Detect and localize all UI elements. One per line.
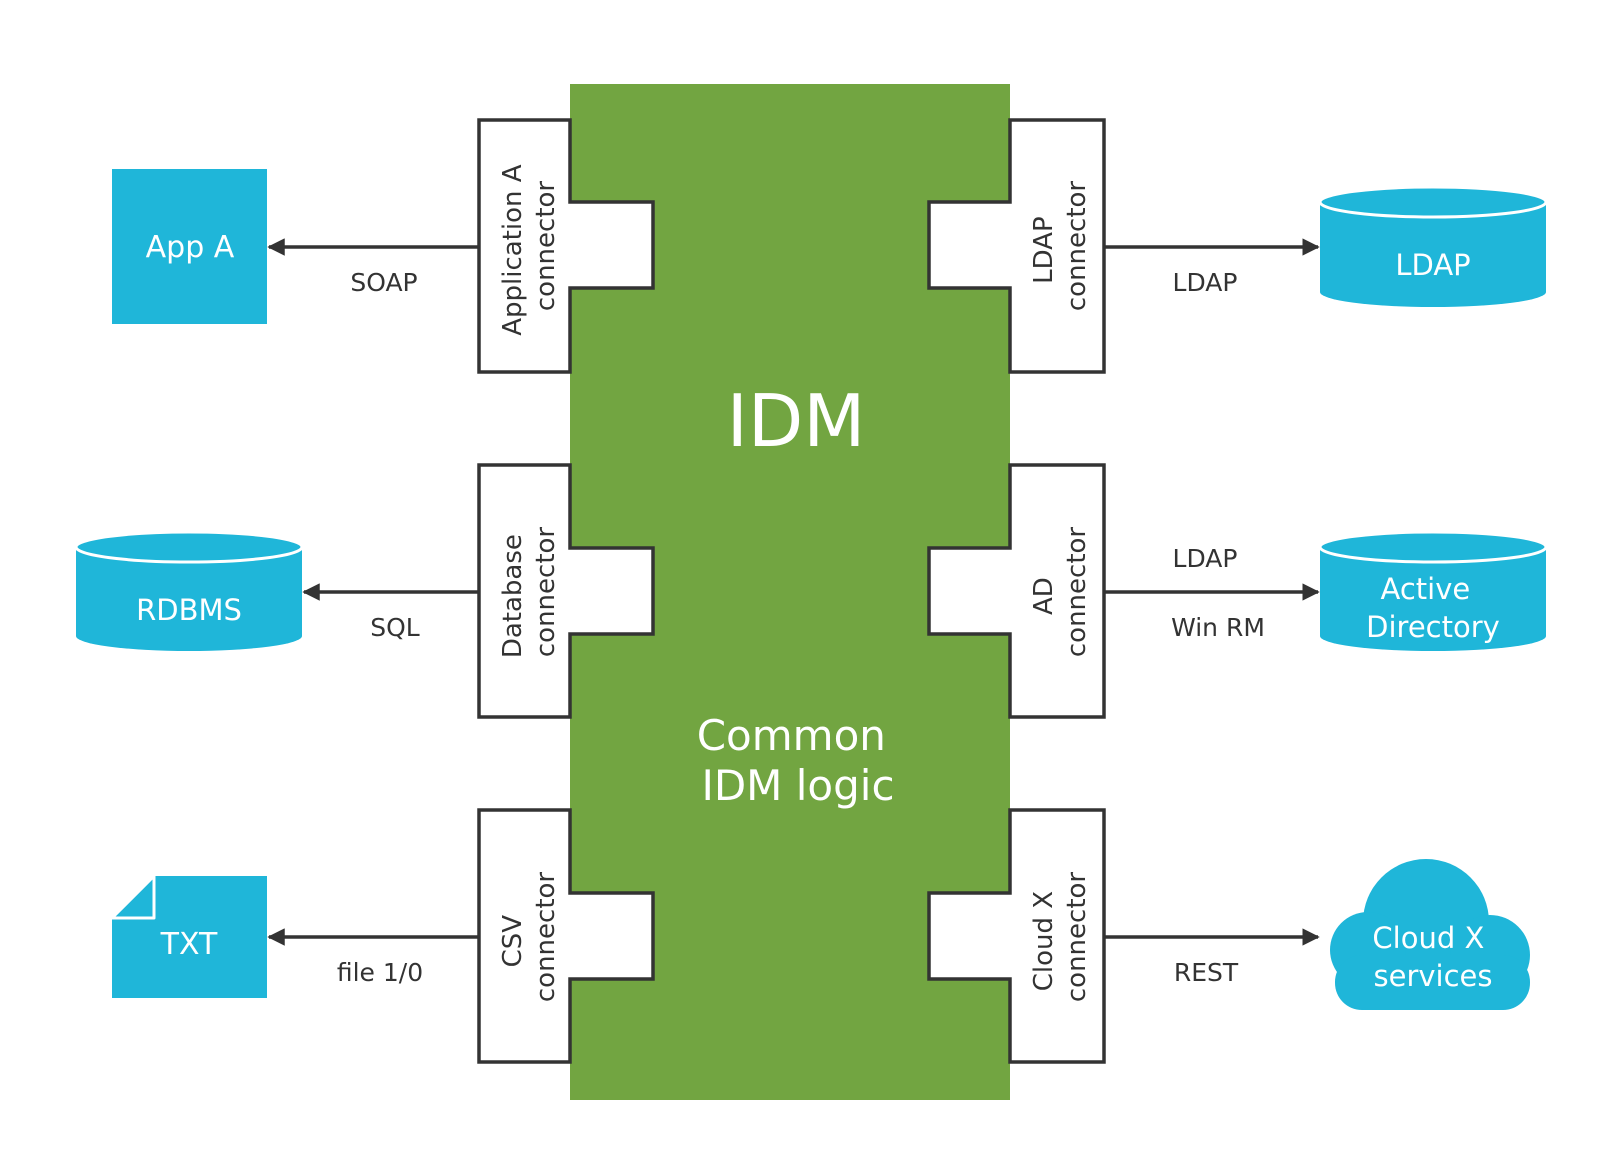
- target-rdbms: RDBMS: [74, 530, 304, 651]
- document-icon-fold: [110, 874, 156, 920]
- protocol-sql-label: SQL: [370, 613, 420, 642]
- connector-csv-label: CSV connector: [498, 872, 561, 1003]
- protocol-ad-winrm-label: Win RM: [1171, 613, 1265, 642]
- connector-ldap-label: LDAP connector: [1029, 181, 1092, 312]
- protocol-rest-label: REST: [1174, 958, 1239, 987]
- connector-application-a-label: Application A connector: [498, 156, 561, 336]
- connector-database-label: Database connector: [498, 526, 561, 658]
- target-ldap: LDAP: [1318, 185, 1548, 307]
- target-active-directory: Active Directory: [1318, 530, 1548, 651]
- connector-csv: CSV connector: [477, 808, 655, 1064]
- connector-cloud-x-label: Cloud X connector: [1029, 872, 1092, 1003]
- target-ldap-label: LDAP: [1395, 248, 1470, 282]
- protocol-file-label: file 1/0: [337, 958, 423, 987]
- protocol-ldap-label: LDAP: [1173, 268, 1238, 297]
- protocol-soap-label: SOAP: [350, 268, 417, 297]
- connector-database: Database connector: [477, 463, 655, 719]
- target-txt: TXT: [110, 874, 267, 998]
- connector-application-a: Application A connector: [477, 118, 655, 374]
- idm-title: IDM: [727, 379, 866, 463]
- target-app-a: App A: [112, 169, 267, 324]
- cloud-icon: [1330, 859, 1530, 1010]
- connector-ad: AD connector: [927, 463, 1106, 719]
- connector-cloud-x: Cloud X connector: [927, 808, 1106, 1064]
- target-app-a-label: App A: [146, 230, 235, 265]
- idm-subtitle: Common IDM logic: [697, 711, 900, 810]
- target-txt-label: TXT: [160, 927, 218, 962]
- target-cloud-x-label: Cloud X services: [1372, 921, 1493, 993]
- protocol-ad-ldap-label: LDAP: [1173, 544, 1238, 573]
- connector-ad-label: AD connector: [1029, 527, 1092, 658]
- target-cloud-x: Cloud X services: [1330, 859, 1530, 1010]
- connector-ldap: LDAP connector: [927, 118, 1106, 374]
- target-active-directory-label: Active Directory: [1366, 572, 1500, 644]
- target-rdbms-label: RDBMS: [136, 593, 242, 627]
